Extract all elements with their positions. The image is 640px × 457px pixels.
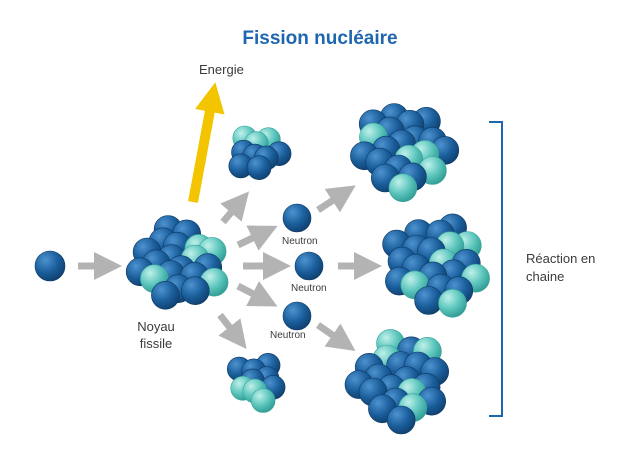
- fissile-nucleus: [125, 215, 229, 310]
- fissile-nucleus-label-line2: fissile: [139, 336, 173, 351]
- arrow-to-top-fragment: [220, 191, 250, 225]
- reaction-arrows: [78, 185, 382, 351]
- nucleon: [386, 405, 416, 435]
- arrow-to-neutron-1: [236, 225, 278, 251]
- fissile-nucleus-label-line1: Noyau: [137, 319, 175, 334]
- energy-arrow: [188, 82, 225, 203]
- arrow-neutron-3-to-nucleus: [316, 322, 356, 351]
- nucleon: [388, 173, 418, 203]
- nucleon: [414, 286, 443, 315]
- nucleon: [246, 155, 272, 180]
- arrow-neutron-1-to-nucleus: [316, 185, 356, 213]
- chain-reaction-label-line1: Réaction en: [526, 251, 596, 266]
- neutron-label-1: Neutron: [282, 236, 318, 247]
- neutron-label-3: Neutron: [270, 330, 306, 341]
- fissile-nucleus-label: Noyau fissile: [126, 318, 186, 352]
- nucleon: [181, 276, 210, 306]
- neutron-label-2: Neutron: [291, 283, 327, 294]
- energy-label: Energie: [199, 62, 244, 77]
- nucleon: [250, 388, 276, 413]
- incoming-neutron: [34, 250, 66, 282]
- fission-fragment-top: [228, 125, 292, 180]
- particles: [34, 103, 490, 435]
- arrow-to-bottom-fragment: [217, 312, 247, 350]
- chain-reaction-label: Réaction en chaine: [526, 250, 595, 286]
- arrow-to-neutron-3: [236, 281, 278, 307]
- chain-nucleus-bottom: [344, 329, 450, 435]
- fission-fragment-bottom: [227, 352, 286, 413]
- neutron-2: [294, 251, 324, 281]
- nucleon: [438, 288, 467, 318]
- chain-reaction-label-line2: chaine: [526, 269, 565, 284]
- neutron-1: [282, 203, 312, 233]
- chain-reaction-bracket: [489, 121, 503, 417]
- nucleon: [151, 280, 180, 310]
- neutron-3: [282, 301, 312, 331]
- chain-nucleus-middle: [382, 213, 490, 318]
- chain-nucleus-top: [350, 103, 460, 203]
- page-title: Fission nucléaire: [242, 28, 398, 49]
